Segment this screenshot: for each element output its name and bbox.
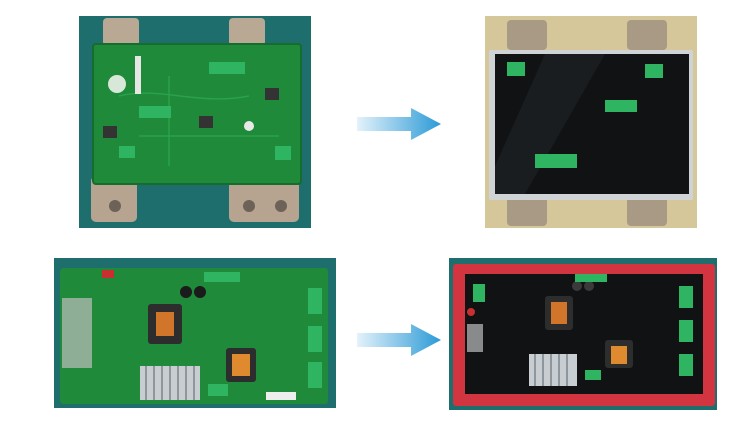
right-arrow-icon xyxy=(357,108,441,140)
green-pcb-photo xyxy=(79,16,311,228)
right-arrow-icon xyxy=(357,324,441,356)
conformal-coated-board-photo xyxy=(449,258,717,410)
power-board-photo xyxy=(54,258,336,408)
potted-pcb-photo xyxy=(485,16,697,228)
